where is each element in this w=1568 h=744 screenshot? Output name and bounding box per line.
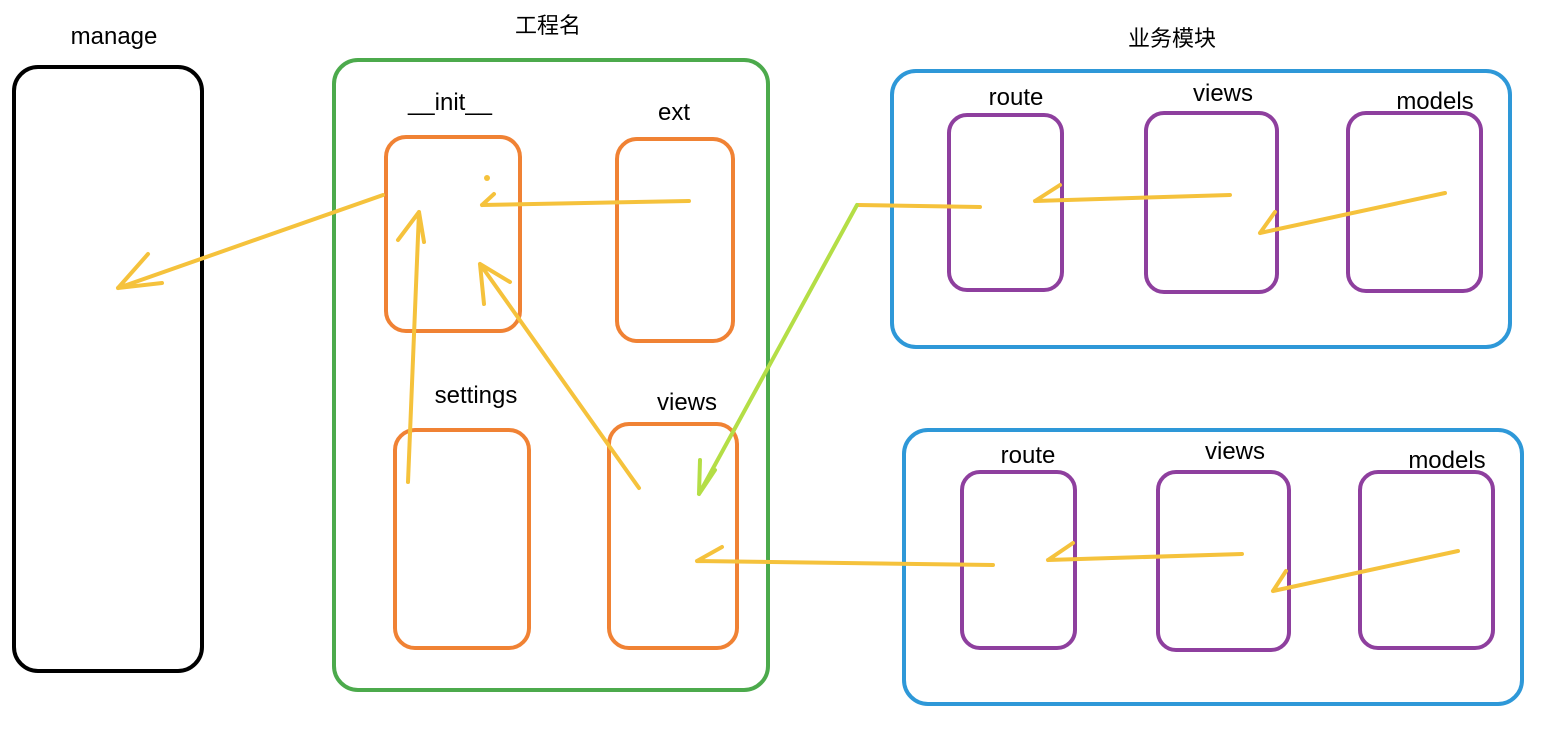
bottom-models-box (1358, 470, 1495, 650)
business-module-label: 业务模块 (1128, 27, 1216, 52)
arrow-settings-to-init (396, 210, 426, 484)
arrows (116, 175, 1460, 593)
arrow-bottom-route-to-project-views (695, 545, 995, 567)
top-route-box (947, 113, 1064, 292)
init-dot (484, 175, 490, 181)
project-box (332, 58, 770, 692)
bottom-views-label: views (1205, 438, 1265, 465)
top-models-label: models (1396, 88, 1473, 115)
init-box (384, 135, 522, 333)
arrow-bottom-views-to-route (1046, 541, 1244, 562)
top-models-box (1346, 111, 1483, 293)
settings-box (393, 428, 531, 650)
manage-box (12, 65, 204, 673)
arrow-ext-to-init (480, 192, 691, 207)
line-top-route-out (856, 203, 982, 209)
init-label: __init__ (407, 89, 493, 116)
project-label: 工程名 (515, 14, 581, 39)
arrow-views-to-init (478, 262, 641, 490)
arrow-bottom-models-to-views (1271, 549, 1460, 593)
manage-label: manage (71, 23, 158, 50)
arrow-top-models-to-views (1258, 191, 1447, 235)
arrow-init-to-manage (116, 193, 385, 290)
top-views-label: views (1193, 80, 1253, 107)
settings-label: settings (435, 382, 518, 409)
project-views-box (607, 422, 739, 650)
arrow-top-module-to-project-views (697, 203, 859, 496)
ext-label: ext (658, 99, 690, 126)
bottom-views-box (1156, 470, 1291, 652)
bottom-route-label: route (1001, 442, 1056, 469)
arrow-top-views-to-route (1033, 183, 1232, 203)
top-route-label: route (989, 84, 1044, 111)
business-module-top-box (890, 69, 1512, 349)
top-views-box (1144, 111, 1279, 294)
business-module-bottom-box (902, 428, 1524, 706)
bottom-models-label: models (1408, 447, 1485, 474)
project-views-label: views (657, 389, 717, 416)
ext-box (615, 137, 735, 343)
